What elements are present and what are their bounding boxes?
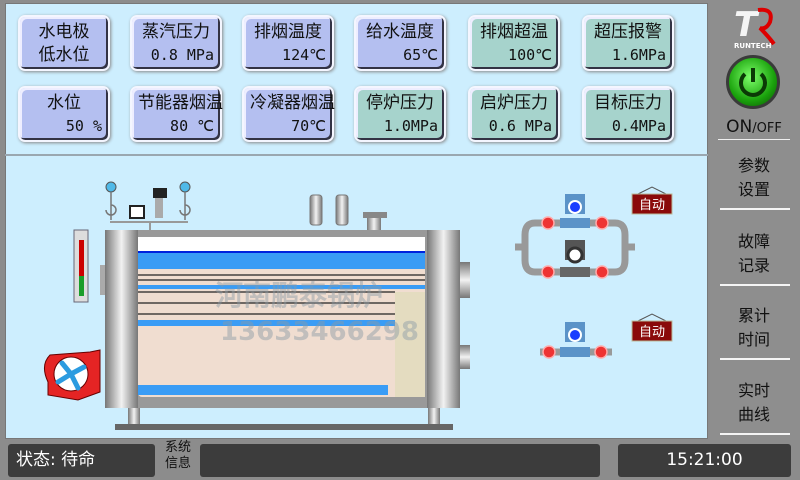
mode-sign-2-label: 自动 xyxy=(639,325,665,340)
menu-line: 实时 xyxy=(737,381,770,400)
svg-text:T: T xyxy=(734,5,760,45)
status-box: 状态: 待命 xyxy=(8,444,155,477)
on-text: ON xyxy=(726,117,753,137)
tile-title: 超压报警 xyxy=(594,22,662,42)
sysinfo-label: 系统信息 xyxy=(158,440,198,472)
tile-title: 目标压力 xyxy=(594,93,662,113)
pressure-gauge-icon xyxy=(105,181,117,193)
off-text: /OFF xyxy=(752,121,782,136)
menu-separator xyxy=(720,208,790,210)
mode-sign-1[interactable]: 自动 xyxy=(631,186,673,215)
tile-9[interactable]: 冷凝器烟温 70℃ xyxy=(242,86,335,142)
menu-item-3[interactable]: 累计时间 xyxy=(718,300,790,358)
tile-title: 排烟超温 xyxy=(480,22,548,42)
divider xyxy=(5,154,708,156)
gauge-group xyxy=(105,181,191,232)
tile-value: 65℃ xyxy=(403,46,438,64)
pressure-gauge-icon xyxy=(179,181,191,193)
tile-title: 给水温度 xyxy=(366,22,434,42)
tile-8[interactable]: 节能器烟温 80 ℃ xyxy=(130,86,223,142)
tile-value: 0.8 MPa xyxy=(150,46,214,64)
menu-line: 设置 xyxy=(737,180,770,199)
pump-3[interactable] xyxy=(560,322,590,357)
tile-2[interactable]: 蒸汽压力 0.8 MPa xyxy=(130,15,222,71)
tile-10[interactable]: 停炉压力 1.0MPa xyxy=(354,86,446,142)
menu-line: 曲线 xyxy=(737,405,770,424)
mode-sign-1-label: 自动 xyxy=(639,198,665,213)
tile-title: 停炉压力 xyxy=(366,93,434,113)
tile-value: 80 ℃ xyxy=(170,117,214,135)
pump-diagram: 自动 自动 xyxy=(515,186,673,359)
switch-icon xyxy=(129,205,145,219)
tile-value: 124℃ xyxy=(282,46,326,64)
menu-item-1[interactable]: 参数设置 xyxy=(718,150,790,208)
menu-item-2[interactable]: 故障记录 xyxy=(718,226,790,284)
menu-separator xyxy=(720,284,790,286)
menu-line: 故障 xyxy=(737,232,770,251)
sysinfo-line2: 信息 xyxy=(164,456,191,471)
tile-value: 1.6MPa xyxy=(611,46,666,64)
tile-title: 启炉压力 xyxy=(480,93,548,113)
burner-fan-icon xyxy=(44,349,101,401)
menu-item-4[interactable]: 实时曲线 xyxy=(718,375,790,433)
tile-value: 70℃ xyxy=(291,117,326,135)
tile-7[interactable]: 水位 50 % xyxy=(18,86,110,142)
menu-line: 时间 xyxy=(737,330,770,349)
tile-6[interactable]: 超压报警 1.6MPa xyxy=(582,15,674,71)
system-message-box xyxy=(200,444,600,477)
tile-3[interactable]: 排烟温度 124℃ xyxy=(242,15,334,71)
menu-line: 累计 xyxy=(737,306,770,325)
pump-running-icon xyxy=(570,202,580,212)
tile-value: 1.0MPa xyxy=(383,117,438,135)
valve-icons xyxy=(541,216,609,359)
tile-title: 蒸汽压力 xyxy=(142,22,210,42)
tile-value: 100℃ xyxy=(508,46,552,64)
tile-title: 冷凝器烟温 xyxy=(250,93,335,113)
clock-time: 15:21:00 xyxy=(666,450,743,470)
pump-1[interactable] xyxy=(560,194,590,228)
sysinfo-line1: 系统 xyxy=(164,440,191,455)
runtech-logo: T RUNTECH xyxy=(734,5,776,50)
tile-1[interactable]: 水电极低水位 xyxy=(18,15,110,71)
tile-value: 0.6 MPa xyxy=(488,117,552,135)
watermark-name: 河南鹏泰锅炉 xyxy=(215,279,383,312)
pump-2[interactable] xyxy=(560,240,590,277)
tile-title: 水电极 xyxy=(38,22,90,42)
on-off-label: ON/OFF xyxy=(718,117,790,140)
tile-4[interactable]: 给水温度 65℃ xyxy=(354,15,446,71)
tile-12[interactable]: 目标压力 0.4MPa xyxy=(582,86,674,142)
tile-11[interactable]: 启炉压力 0.6 MPa xyxy=(468,86,560,142)
pump-stopped-icon xyxy=(566,246,584,264)
boiler-diagram: 河南鹏泰锅炉 13633466298 xyxy=(44,181,470,430)
menu-line: 记录 xyxy=(737,256,770,275)
pressure-transmitter-icon xyxy=(153,188,167,198)
tile-value: 50 % xyxy=(65,117,102,135)
safety-valves xyxy=(309,194,387,230)
tile-title: 节能器烟温 xyxy=(138,93,223,113)
mode-sign-2[interactable]: 自动 xyxy=(631,313,673,342)
watermark-phone: 13633466298 xyxy=(220,317,419,347)
menu-separator xyxy=(720,433,790,435)
menu-separator xyxy=(720,358,790,360)
tile-5[interactable]: 排烟超温 100℃ xyxy=(468,15,560,71)
clock-box: 15:21:00 xyxy=(618,444,791,477)
menu-line: 参数 xyxy=(737,156,770,175)
tile-title: 排烟温度 xyxy=(254,22,322,42)
status-text: 状态: 待命 xyxy=(16,450,96,470)
tile-title: 水位 xyxy=(47,93,81,113)
power-icon xyxy=(739,68,767,97)
power-button[interactable] xyxy=(726,55,780,109)
logo-text: RUNTECH xyxy=(734,42,772,50)
tile-value: 0.4MPa xyxy=(611,117,666,135)
tile-value: 低水位 xyxy=(38,45,90,65)
